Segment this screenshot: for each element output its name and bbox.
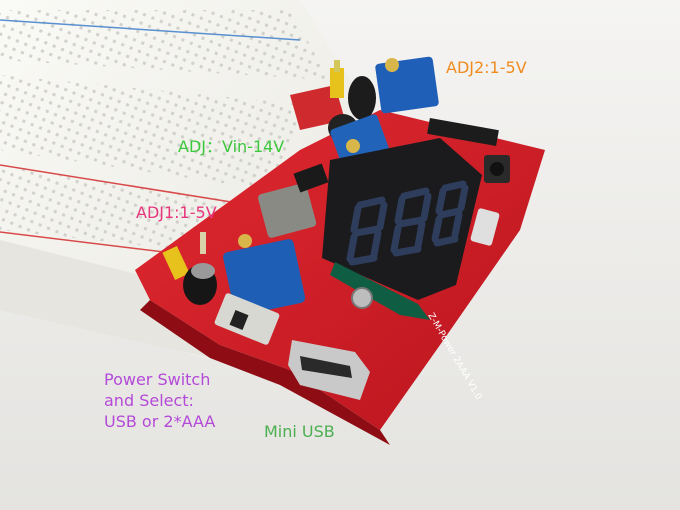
label-power-switch-line-2: and Select: — [104, 391, 194, 410]
mount-screw — [351, 287, 373, 309]
led-display — [322, 138, 482, 320]
label-adj2: ADJ2:1-5V — [446, 58, 527, 77]
label-power-switch-line-1: Power Switch — [104, 370, 211, 389]
inductor — [258, 183, 317, 238]
jumper-adj2 — [330, 60, 344, 98]
label-adj: ADJ：Vin-14V — [178, 137, 285, 156]
trimpot-adj1 — [223, 234, 306, 316]
power-select-switch — [214, 293, 280, 345]
label-power-switch-line-3: USB or 2*AAA — [104, 412, 216, 431]
display-digits — [346, 180, 469, 266]
jumper-adj1 — [162, 232, 206, 280]
mini-usb-connector — [288, 340, 370, 400]
label-adj1: ADJ1:1-5V — [136, 203, 217, 222]
label-power-switch: Power Switch and Select: USB or 2*AAA — [104, 369, 215, 432]
capacitor-left — [183, 263, 217, 305]
trimpot-adj2 — [375, 56, 439, 114]
pin-header — [427, 118, 499, 146]
slide-switch-small — [470, 208, 500, 246]
label-mini-usb: Mini USB — [264, 422, 335, 441]
regulator-chip — [293, 163, 329, 193]
